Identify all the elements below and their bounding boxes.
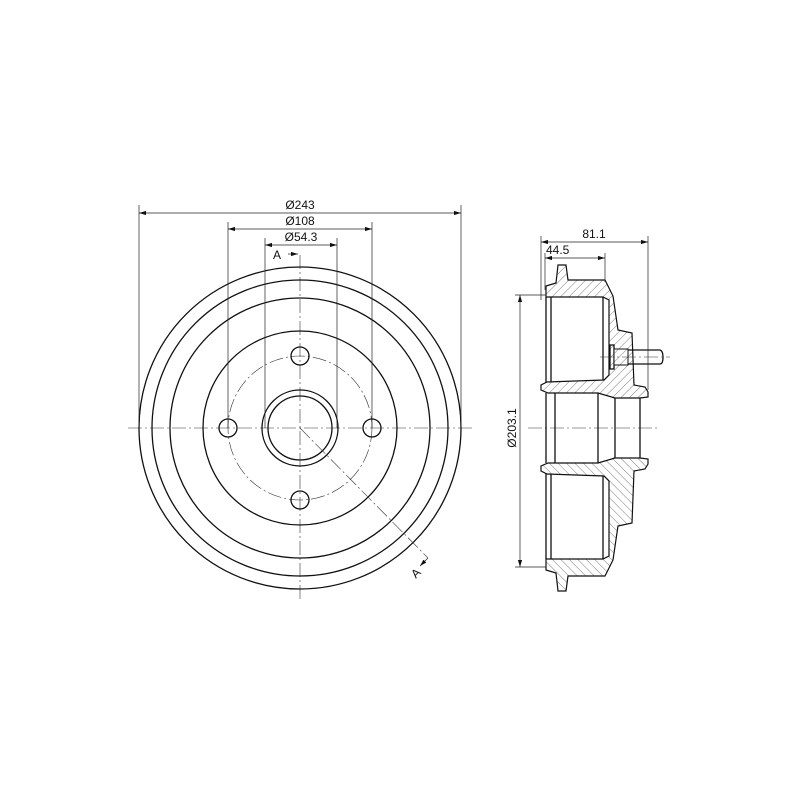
bore [545,393,641,463]
front-view: Ø243 Ø108 Ø54.3 A A [128,198,472,600]
section-mark-top: A [273,248,281,262]
dim-bolt-circle-label: Ø108 [285,214,315,228]
section-line [299,427,429,559]
wheel-stud [600,344,670,370]
hub-face [202,330,398,526]
section-mark-bottom: A [408,565,424,581]
hub-outer [261,389,339,467]
dim-outer-label: Ø243 [285,198,315,212]
lower-section [540,457,649,592]
center-bore [267,395,333,461]
side-section-view: 81.1 44.5 Ø203.1 [505,227,670,592]
upper-section [540,264,649,399]
dim-total-width-label: 81.1 [582,227,606,241]
bolt-hole [290,490,310,510]
drum-face-ring [169,297,431,559]
section-arrow-bottom [419,557,429,567]
drum-rim-step [151,279,449,577]
dim-center-bore-label: Ø54.3 [285,230,318,244]
dim-drum-depth-label: 44.5 [546,243,570,257]
dim-braking-diameter-label: Ø203.1 [505,408,519,448]
bolt-hole [290,346,310,366]
